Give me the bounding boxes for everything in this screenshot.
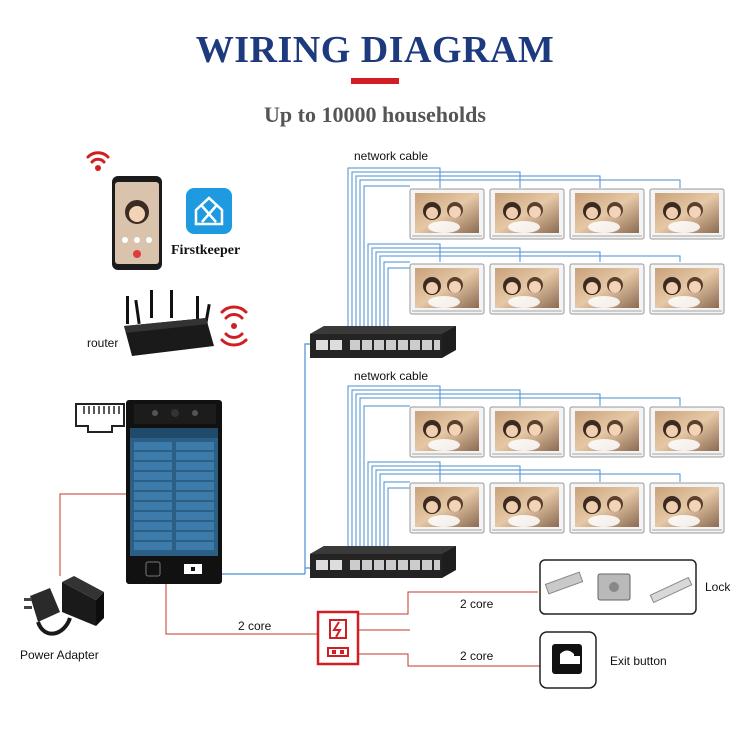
monitor-icon [409,263,485,315]
uplink-cable [222,343,314,575]
power-wires [59,493,540,667]
monitor-icon [649,406,725,458]
monitor-icon [489,263,565,315]
power-adapter-label: Power Adapter [20,648,99,662]
page-subtitle: Up to 10000 households [264,102,486,127]
monitor-icon [489,482,565,534]
lock-icon [539,559,697,615]
monitor-icon [649,188,725,240]
network-cables-top [347,167,681,330]
monitor-icon [569,406,645,458]
exit-button-label: Exit button [610,654,667,668]
monitor-icon [569,263,645,315]
monitor-icon [489,406,565,458]
app-logo-icon [186,188,232,234]
power-supply-icon [316,610,360,666]
monitor-icon [489,188,565,240]
monitor-icon [569,188,645,240]
switch-icon [310,326,456,358]
power-adapter-icon [24,576,104,636]
two-core-label-left: 2 core [238,619,272,633]
exit-button-icon [539,631,597,689]
monitor-icon [649,263,725,315]
monitor-icon [569,482,645,534]
page-title: WIRING DIAGRAM [195,29,555,71]
network-cable-label-bottom: network cable [354,369,429,383]
app-name-label: Firstkeeper [171,243,241,258]
network-cable-label-top: network cable [354,149,429,163]
lock-label: Lock [705,580,731,594]
router-label: router [87,336,119,350]
router-icon [124,290,214,356]
network-cables-bottom [347,385,681,550]
phone-icon [112,176,162,270]
rj45-icon [75,403,125,433]
monitor-icon [649,482,725,534]
switch-icon [310,546,456,578]
wifi-icon [220,305,248,347]
wifi-icon [86,151,110,171]
monitor-icon [409,406,485,458]
two-core-label-exit: 2 core [460,649,494,663]
monitor-icon [409,482,485,534]
monitor-icon [409,188,485,240]
title-underline [351,78,399,84]
intercom-panel-icon [126,400,222,584]
two-core-label-lock: 2 core [460,597,494,611]
